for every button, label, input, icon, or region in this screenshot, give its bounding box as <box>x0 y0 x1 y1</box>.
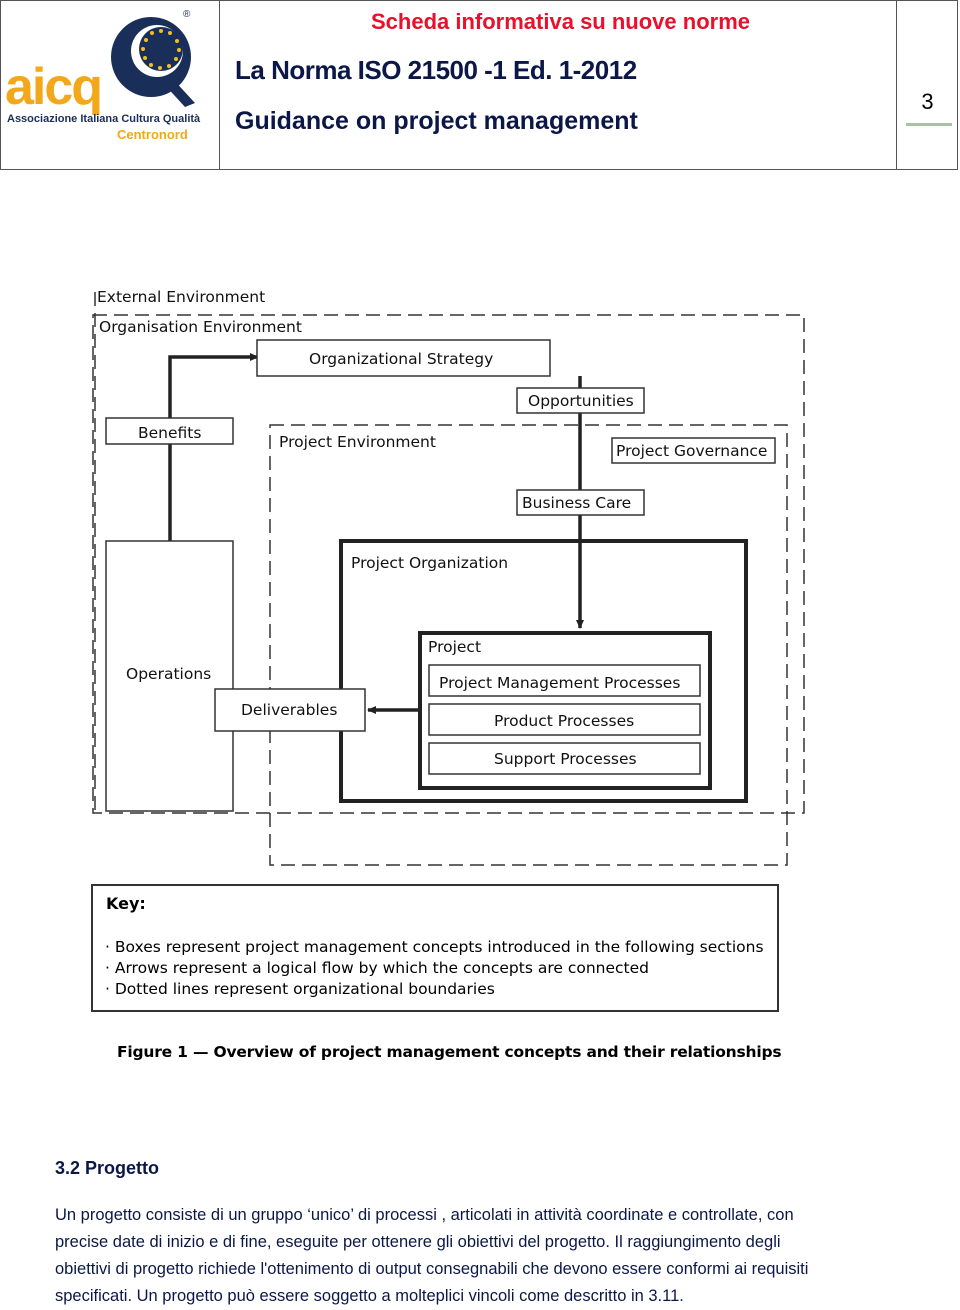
deliverables-label: Deliverables <box>241 701 337 719</box>
sheet-type-label: Scheda informativa su nuove norme <box>371 9 750 34</box>
key-item: · Dotted lines represent organizational … <box>105 980 495 998</box>
guidance-title: Guidance on project management <box>235 107 638 135</box>
support-processes-label: Support Processes <box>494 750 637 768</box>
project-environment-label: Project Environment <box>279 433 436 451</box>
project-label: Project <box>428 638 481 656</box>
q-globe-icon <box>111 17 195 107</box>
page-header: ® aicq Associazione Italiana Cultura Qua… <box>0 0 958 170</box>
operations-label: Operations <box>126 665 211 683</box>
organizational-strategy-label: Organizational Strategy <box>309 350 493 368</box>
paragraph-line: specificati. Un progetto può essere sogg… <box>55 1287 684 1305</box>
organisation-environment-boundary <box>92 314 805 814</box>
opportunities-box <box>516 387 645 414</box>
paragraph-line: obiettivi di progetto richiede l'ottenim… <box>55 1260 809 1278</box>
logo-subtitle: Associazione Italiana Cultura Qualità <box>7 113 201 125</box>
section-paragraph: Un progetto consiste di un gruppo ‘unico… <box>55 1202 915 1310</box>
page-number-cell: 3 <box>896 1 959 169</box>
organizational-strategy-box <box>256 339 551 377</box>
page-number-underline <box>906 123 952 126</box>
external-environment-label: External Environment <box>97 288 265 306</box>
logo-wordmark: aicq <box>5 58 103 116</box>
business-case-label: Business Care <box>522 494 631 512</box>
project-organization-label: Project Organization <box>351 554 508 572</box>
logo-cell: ® aicq Associazione Italiana Cultura Qua… <box>1 1 220 169</box>
benefits-label: Benefits <box>138 424 201 442</box>
business-case-box <box>516 489 645 516</box>
diagram-key: Key: · Boxes represent project managemen… <box>91 884 779 1012</box>
operations-box <box>105 540 234 812</box>
norm-title: La Norma ISO 21500 -1 Ed. 1-2012 <box>235 55 637 85</box>
benefits-to-strategy-arrow <box>168 353 259 418</box>
project-organization-box <box>339 539 748 803</box>
pm-processes-label: Project Management Processes <box>439 674 680 692</box>
title-cell: Scheda informativa su nuove norme La Nor… <box>219 1 897 169</box>
benefits-box <box>105 417 234 445</box>
project-governance-box <box>611 437 776 464</box>
deliverables-box <box>214 688 366 732</box>
key-item: · Boxes represent project management con… <box>105 938 764 956</box>
product-processes-box <box>428 703 701 736</box>
registered-mark: ® <box>183 9 191 20</box>
organisation-environment-label: Organisation Environment <box>99 318 302 336</box>
product-processes-label: Product Processes <box>494 712 634 730</box>
project-governance-label: Project Governance <box>616 442 767 460</box>
project-environment-boundary <box>269 424 788 866</box>
key-item: · Arrows represent a logical flow by whi… <box>105 959 649 977</box>
paragraph-line: precise date di inizio e di fine, esegui… <box>55 1233 781 1251</box>
key-title: Key: <box>106 894 146 913</box>
paragraph-line: Un progetto consiste di un gruppo ‘unico… <box>55 1206 794 1224</box>
page-number: 3 <box>921 89 934 114</box>
pm-processes-box <box>428 664 701 697</box>
opportunities-label: Opportunities <box>528 392 634 410</box>
support-processes-box <box>428 742 701 775</box>
section-title: 3.2 Progetto <box>55 1158 160 1178</box>
figure-caption: Figure 1 — Overview of project managemen… <box>117 1043 782 1061</box>
logo-region: Centronord <box>117 127 188 142</box>
aicq-logo: ® aicq Associazione Italiana Cultura Qua… <box>5 7 215 142</box>
